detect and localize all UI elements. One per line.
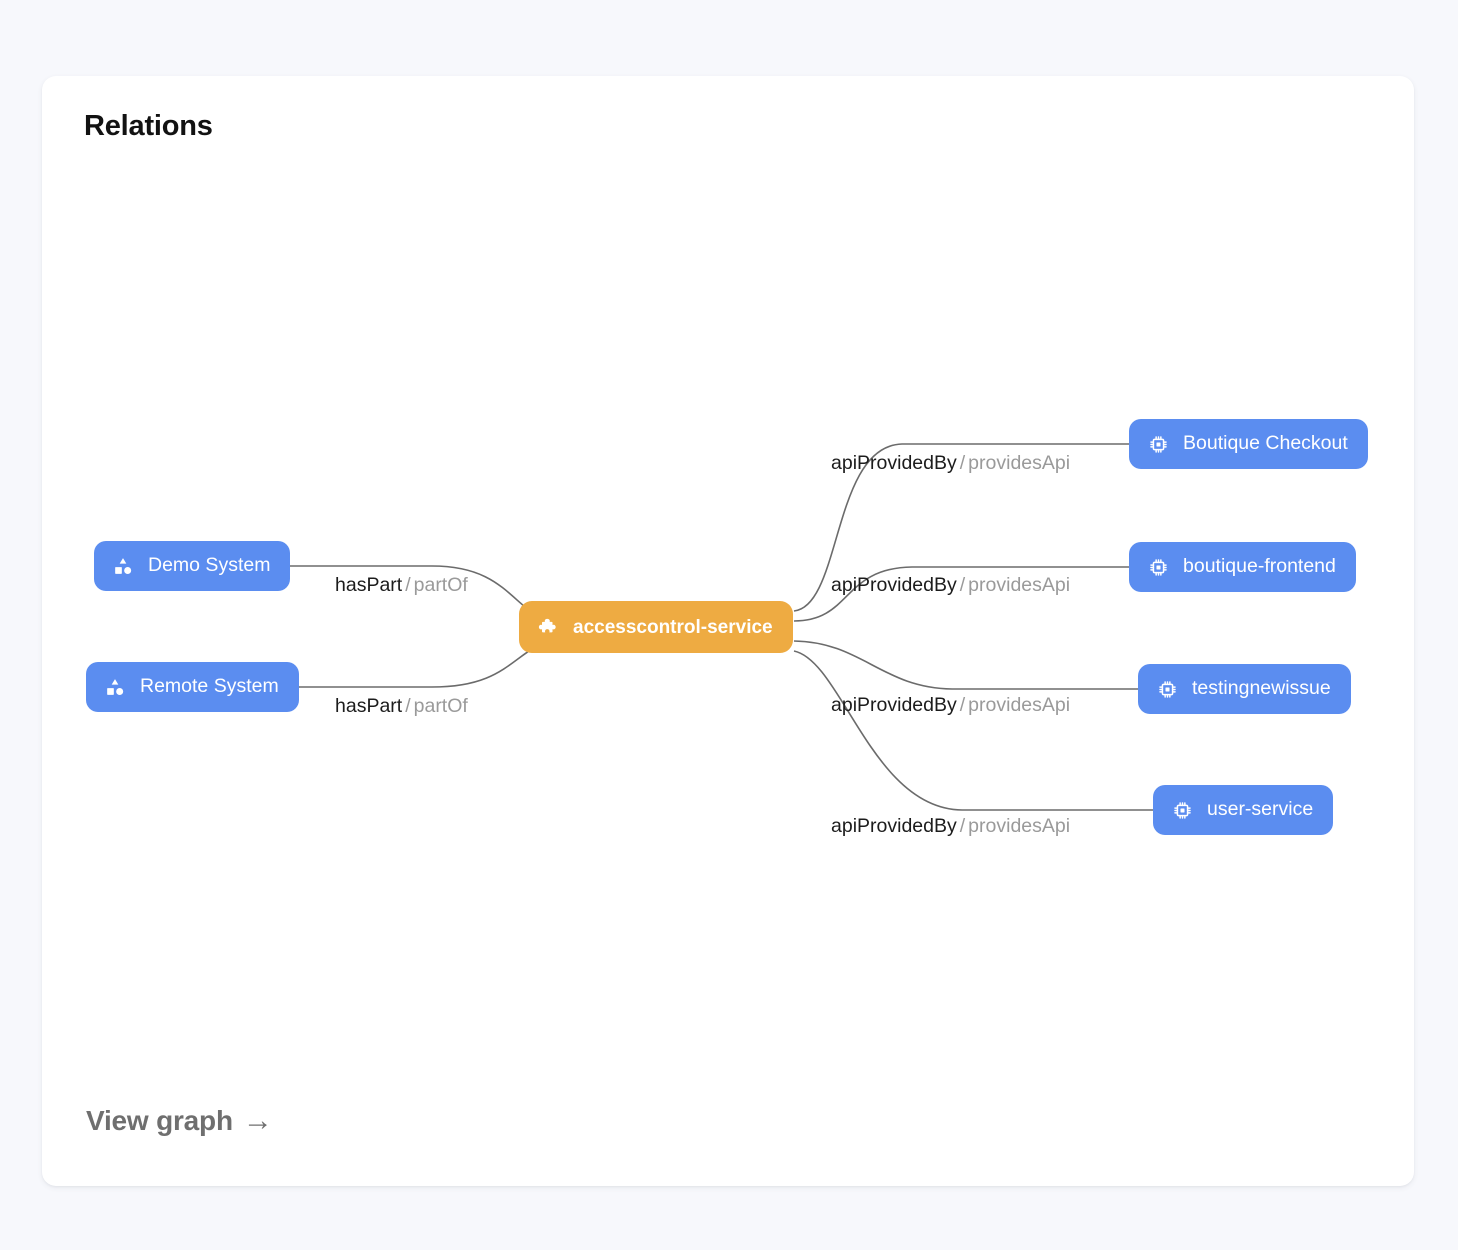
node-label: Demo System xyxy=(148,554,271,577)
arrow-right-icon: → xyxy=(242,1104,273,1137)
node-label: Boutique Checkout xyxy=(1183,432,1348,455)
edge-label-separator: / xyxy=(959,574,966,596)
edge-label-reverse: providesApi xyxy=(968,452,1071,474)
node-label: accesscontrol-service xyxy=(573,616,773,638)
page-title: Relations xyxy=(84,110,213,142)
cpu-chip-icon xyxy=(1156,678,1178,700)
edge-label-api-provided-by-1: apiProvidedBy/providesApi xyxy=(831,452,1071,474)
node-user-service[interactable]: user-service xyxy=(1153,785,1334,835)
edge-label-reverse: providesApi xyxy=(968,815,1071,837)
edge-label-reverse: providesApi xyxy=(968,574,1071,596)
edge-label-forward: apiProvidedBy xyxy=(831,815,957,837)
edge-label-forward: apiProvidedBy xyxy=(831,694,957,716)
node-label: Remote System xyxy=(140,675,279,698)
cpu-chip-icon xyxy=(1171,799,1193,821)
edge-label-api-provided-by-3: apiProvidedBy/providesApi xyxy=(831,694,1071,716)
edge-label-reverse: partOf xyxy=(413,574,468,596)
relations-graph[interactable]: Demo System Remote System xyxy=(42,76,1414,1186)
cpu-chip-icon xyxy=(1147,556,1169,578)
edge-label-reverse: partOf xyxy=(413,695,468,717)
shapes-icon xyxy=(104,676,126,698)
node-remote-system[interactable]: Remote System xyxy=(86,662,299,712)
node-label: user-service xyxy=(1207,798,1314,821)
edge-label-separator: / xyxy=(405,695,411,717)
node-label: testingnewissue xyxy=(1192,677,1331,700)
edge-remote-system-to-center xyxy=(260,635,563,688)
node-boutique-frontend[interactable]: boutique-frontend xyxy=(1129,542,1356,592)
edge-label-api-provided-by-4: apiProvidedBy/providesApi xyxy=(831,815,1071,837)
node-accesscontrol-service[interactable]: accesscontrol-service xyxy=(519,601,793,653)
edge-label-separator: / xyxy=(959,815,966,837)
edge-label-separator: / xyxy=(959,694,966,716)
edge-label-forward: apiProvidedBy xyxy=(831,574,957,596)
relations-card: Relations xyxy=(42,76,1414,1186)
edge-label-api-provided-by-2: apiProvidedBy/providesApi xyxy=(831,574,1071,596)
node-demo-system[interactable]: Demo System xyxy=(94,541,291,591)
shapes-icon xyxy=(112,555,134,577)
view-graph-label: View graph xyxy=(86,1105,233,1136)
view-graph-link[interactable]: View graph → xyxy=(86,1104,273,1138)
edge-center-to-user-service xyxy=(793,650,1154,811)
node-label: boutique-frontend xyxy=(1183,555,1336,578)
edge-label-separator: / xyxy=(405,574,411,596)
edge-label-reverse: providesApi xyxy=(968,694,1071,716)
cpu-chip-icon xyxy=(1147,433,1169,455)
edge-label-forward: hasPart xyxy=(335,574,403,596)
edge-label-has-part-2: hasPart/partOf xyxy=(335,695,468,717)
edge-label-forward: hasPart xyxy=(335,695,403,717)
node-testingnewissue[interactable]: testingnewissue xyxy=(1138,664,1351,714)
edge-label-separator: / xyxy=(959,452,966,474)
puzzle-piece-icon xyxy=(537,616,559,638)
node-boutique-checkout[interactable]: Boutique Checkout xyxy=(1129,419,1368,469)
edge-label-forward: apiProvidedBy xyxy=(831,452,957,474)
edge-label-has-part-1: hasPart/partOf xyxy=(335,574,468,596)
edge-center-to-testingnewissue xyxy=(793,640,1140,690)
